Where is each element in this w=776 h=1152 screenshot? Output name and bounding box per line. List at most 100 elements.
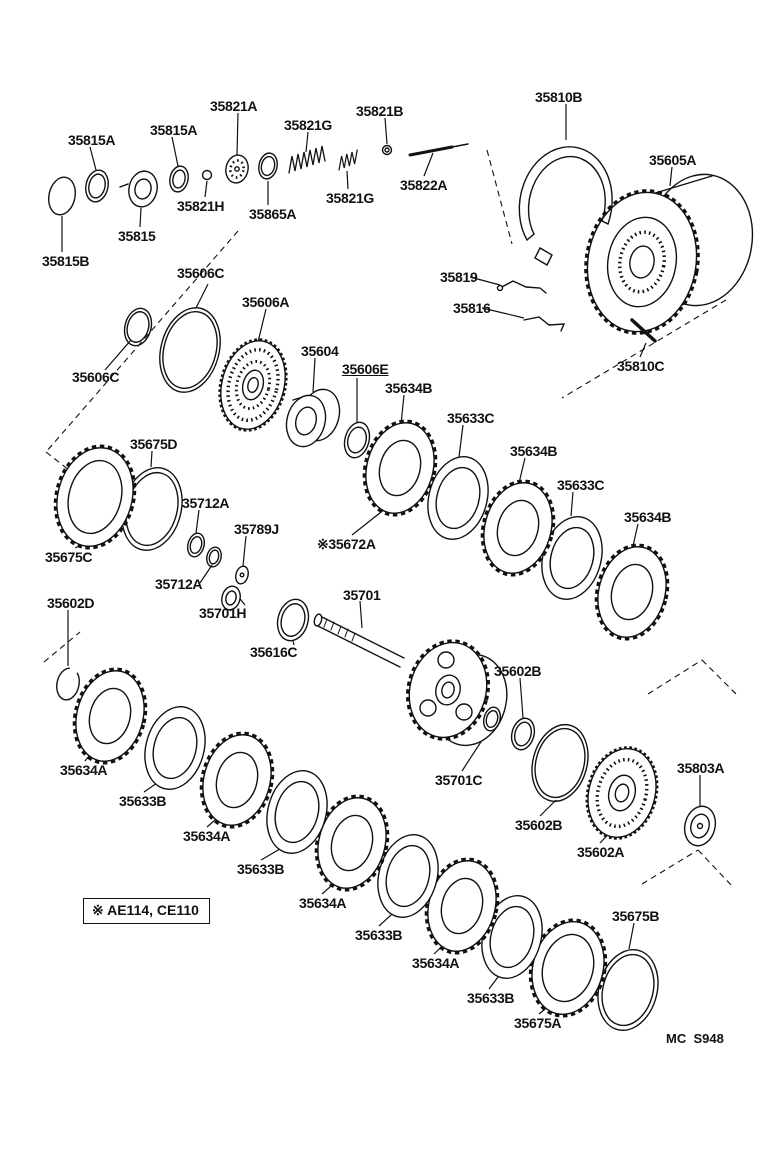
brake-drum-35605A [584,173,754,335]
hub-35604 [285,388,341,448]
clutch-plate-35633C-1 [427,456,489,540]
drawing-code: MC S948 [666,1031,724,1046]
part-label-35606a: 35606A [242,294,290,310]
clutch-disc-35634B-3 [594,543,670,641]
clutch-plate-35633B-2 [266,770,328,854]
spring-35821G-2 [338,149,358,171]
ring-35815A-1 [85,169,109,203]
part-label-35602b-1: 35602B [494,663,542,679]
part-label-35606c-1: 35606C [177,265,225,281]
part-label-35821h: 35821H [177,198,225,214]
ring-35815A-2 [169,165,189,193]
part-label-35634a-3: 35634A [299,895,347,911]
part-label-35789j: 35789J [234,521,279,537]
part-label-35634a-4: 35634A [412,955,460,971]
ring-35821B [381,144,393,156]
clutch-disc-35634A-2 [199,731,275,829]
part-label-35865a: 35865A [249,206,297,222]
anchor-lever-35819 [496,280,547,294]
part-label-35821g-1: 35821G [284,117,333,133]
part-label-35634b-3: 35634B [624,509,672,525]
part-label-35634a-2: 35634A [183,828,231,844]
bearing-35803A [683,805,717,847]
applicability-note-box: ※ AE114, CE110 [83,898,210,924]
clutch-disc-35634B-2 [480,479,556,577]
part-label-35810b: 35810B [535,89,583,105]
retainer-35821A [225,154,249,184]
snap-ring-35602D [56,667,80,701]
part-label-35606c-2: 35606C [72,369,120,385]
part-label-35821g-2: 35821G [326,190,375,206]
ball-35821H [201,169,213,181]
ring-35602B-small [510,717,536,751]
washer-35789J [235,565,249,585]
part-label-35633c-2: 35633C [557,477,605,493]
part-label-35815a-2: 35815A [68,132,116,148]
part-label-35821b: 35821B [356,103,404,119]
brake-band-35810B [518,146,613,266]
part-label-35816: 35816 [453,300,491,316]
piston-35815 [119,170,158,208]
part-label-35821a: 35821A [210,98,258,114]
sun-gear-35602A [585,746,659,840]
output-shaft-35701 [313,613,405,668]
reaction-plate-35675C [53,444,137,550]
strut-35816 [523,316,566,332]
part-label-35675d: 35675D [130,436,178,452]
ring-35606C-large [159,307,221,393]
ring-35606E [343,421,371,459]
ring-35602B-large [531,723,589,803]
part-label-35712a-2: 35712A [155,576,203,592]
clutch-hub-35606A [218,338,288,432]
part-label-35605a: 35605A [649,152,697,168]
part-label-35701: 35701 [343,587,381,603]
pin-35810C [630,318,657,343]
part-label-35633b-4: 35633B [467,990,515,1006]
part-label-35602b-2: 35602B [515,817,563,833]
snap-ring-35815B [47,176,77,216]
clutch-disc-35634A-1 [72,667,148,765]
part-label-35616c: 35616C [250,644,298,660]
clutch-disc-35634A-3 [314,794,390,892]
part-label-35634b-2: 35634B [510,443,558,459]
bearing-35701H [221,585,241,611]
part-label-35633b-1: 35633B [119,793,167,809]
part-label-35672a: ※35672A [317,536,376,552]
valve-rod-35822A [408,143,469,157]
ring-35701C [482,706,502,732]
ring-35606C-small [123,307,153,347]
part-label-35634a-1: 35634A [60,762,108,778]
part-label-35604: 35604 [301,343,339,359]
part-label-35633c-1: 35633C [447,410,495,426]
part-label-35634b-1: 35634B [385,380,433,396]
planetary-carrier [405,639,508,747]
part-label-35701h: 35701H [199,605,247,621]
part-label-35701c: 35701C [435,772,483,788]
clutch-plate-35633B-1 [144,706,206,790]
spring-35821G-1 [288,145,326,174]
part-label-35602a: 35602A [577,844,625,860]
ring-35712A-2 [206,546,222,568]
part-label-35822a: 35822A [400,177,448,193]
part-label-35712a-1: 35712A [182,495,230,511]
part-label-35633b-3: 35633B [355,927,403,943]
part-label-35815b: 35815B [42,253,90,269]
ring-35616C [276,598,310,642]
part-label-35675a: 35675A [514,1015,562,1031]
part-label-35675b: 35675B [612,908,660,924]
part-label-35810c: 35810C [617,358,665,374]
part-label-35675c: 35675C [45,549,93,565]
part-label-35803a: 35803A [677,760,725,776]
clutch-plate-35633B-3 [377,834,439,918]
part-label-35633b-2: 35633B [237,861,285,877]
ring-35712A-1 [186,532,206,558]
part-label-35819: 35819 [440,269,478,285]
clutch-plate-35633B-4 [481,895,543,979]
part-label-35815: 35815 [118,228,156,244]
clutch-disc-35634B-1 [362,419,438,517]
part-label-35815a-1: 35815A [150,122,198,138]
reaction-plate-35675A [528,918,608,1018]
ring-35865A [258,152,278,180]
